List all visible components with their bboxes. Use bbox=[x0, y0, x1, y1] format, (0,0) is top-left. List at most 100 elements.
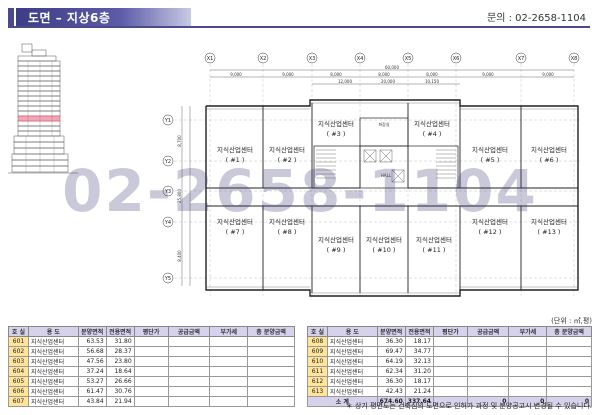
price-cell bbox=[432, 346, 468, 357]
core-dimension: 12,000 bbox=[338, 79, 352, 84]
grid-x-label: X2 bbox=[260, 56, 267, 62]
unit-use: 지식산업센터 bbox=[27, 336, 79, 347]
supply-cell bbox=[167, 336, 211, 347]
price-cell bbox=[133, 386, 169, 397]
exclusive-area: 18.17 bbox=[404, 336, 434, 347]
room-name: 지식산업센터 bbox=[414, 119, 450, 128]
supply-cell bbox=[167, 376, 211, 387]
col-vat-header: 부가세 bbox=[508, 326, 548, 337]
table-row: 609 지식산업센터 69.47 34.77 bbox=[307, 346, 592, 357]
total-amount: 0 bbox=[546, 396, 592, 407]
unit-note: (단위 : ㎡,평) bbox=[551, 317, 592, 325]
total-cell bbox=[247, 376, 295, 387]
unit-number: 607 bbox=[8, 396, 29, 407]
unit-use: 지식산업센터 bbox=[326, 346, 378, 357]
supply-cell bbox=[167, 386, 211, 397]
total-cell bbox=[546, 346, 592, 357]
sale-area: 62.34 bbox=[376, 366, 406, 377]
unit-number: 611 bbox=[307, 366, 328, 377]
price-cell bbox=[133, 356, 169, 367]
col-total-header: 총 분양금액 bbox=[546, 326, 592, 337]
room-number: ( #12 ) bbox=[479, 228, 502, 236]
supply-cell bbox=[466, 336, 510, 347]
total-cell bbox=[546, 356, 592, 367]
building-core bbox=[313, 117, 459, 189]
table-row: 603 지식산업센터 47.56 23.80 bbox=[8, 356, 295, 367]
sale-area: 64.19 bbox=[376, 356, 406, 367]
unit-use: 지식산업센터 bbox=[27, 376, 79, 387]
current-floor-highlight bbox=[17, 115, 61, 122]
bay-dimension: 8,000 bbox=[330, 72, 342, 77]
vat-cell bbox=[508, 376, 548, 387]
vat-cell bbox=[508, 356, 548, 367]
col-excl-area-header: 전용면적 bbox=[404, 326, 434, 337]
core-dimension: 20,000 bbox=[381, 79, 395, 84]
vat-cell bbox=[209, 336, 249, 347]
unit-number: 609 bbox=[307, 346, 328, 357]
total-cell bbox=[546, 336, 592, 347]
room-name: 지식산업센터 bbox=[531, 217, 567, 226]
table-total-row: 소 계 674.60 337.64 0 0 0 bbox=[307, 396, 592, 407]
sale-area: 36.30 bbox=[376, 376, 406, 387]
room-name: 지식산업센터 bbox=[217, 145, 253, 154]
exclusive-area: 18.17 bbox=[404, 376, 434, 387]
unit-number: 603 bbox=[8, 356, 29, 367]
unit-number: 608 bbox=[307, 336, 328, 347]
vat-cell bbox=[209, 386, 249, 397]
table-header-row: 호 실 용 도 분양면적 전용면적 평단가 공급금액 부가세 총 분양금액 bbox=[307, 326, 592, 337]
room-name: 지식산업센터 bbox=[318, 119, 354, 128]
grid-y-label: Y5 bbox=[164, 276, 171, 282]
toilet-label: 화장실 bbox=[378, 121, 389, 127]
exclusive-area: 30.76 bbox=[105, 386, 135, 397]
bay-dimension: 9,000 bbox=[282, 72, 294, 77]
price-cell bbox=[432, 386, 468, 397]
overall-dimension: 60,000 bbox=[385, 65, 399, 70]
grid-x-markers bbox=[204, 52, 580, 64]
area-table-right: 호 실 용 도 분양면적 전용면적 평단가 공급금액 부가세 총 분양금액 60… bbox=[307, 326, 592, 407]
unit-number: 601 bbox=[8, 336, 29, 347]
exclusive-area: 31.20 bbox=[404, 366, 434, 377]
room-name: 지식산업센터 bbox=[318, 235, 354, 244]
price-cell bbox=[133, 376, 169, 387]
supply-cell bbox=[466, 356, 510, 367]
room-name: 지식산업센터 bbox=[366, 235, 402, 244]
table-row: 606 지식산업센터 61.47 30.76 bbox=[8, 386, 295, 397]
header-accent bbox=[8, 8, 14, 26]
grid-x-label: X6 bbox=[453, 56, 460, 62]
total-price bbox=[432, 396, 468, 407]
building-section-key-plan bbox=[8, 43, 78, 174]
total-cell bbox=[546, 376, 592, 387]
total-cell bbox=[247, 396, 295, 407]
supply-cell bbox=[466, 386, 510, 397]
bay-dimension: 9,000 bbox=[230, 72, 242, 77]
table-header-row: 호 실 용 도 분양면적 전용면적 평단가 공급금액 부가세 총 분양금액 bbox=[8, 326, 295, 337]
col-price-header: 평단가 bbox=[133, 326, 169, 337]
page-title: 도면 – 지상6층 bbox=[28, 11, 111, 25]
col-sale-area-header: 분양면적 bbox=[77, 326, 107, 337]
unit-use: 지식산업센터 bbox=[326, 336, 378, 347]
unit-number: 613 bbox=[307, 386, 328, 397]
sale-area: 42.43 bbox=[376, 386, 406, 397]
unit-use: 지식산업센터 bbox=[326, 386, 378, 397]
price-cell bbox=[133, 366, 169, 377]
exclusive-area: 28.37 bbox=[105, 346, 135, 357]
unit-number: 606 bbox=[8, 386, 29, 397]
unit-use: 지식산업센터 bbox=[27, 356, 79, 367]
exclusive-area: 34.77 bbox=[404, 346, 434, 357]
vat-cell bbox=[508, 336, 548, 347]
room-name: 지식산업센터 bbox=[472, 217, 508, 226]
col-supply-header: 공급금액 bbox=[466, 326, 510, 337]
price-cell bbox=[432, 356, 468, 367]
total-cell bbox=[247, 366, 295, 377]
bay-dimension: 8,000 bbox=[426, 72, 438, 77]
exclusive-area: 21.24 bbox=[404, 386, 434, 397]
col-sale-area-header: 분양면적 bbox=[376, 326, 406, 337]
header-title-box: 도면 – 지상6층 bbox=[16, 8, 191, 26]
col-unit-header: 호 실 bbox=[307, 326, 328, 337]
col-total-header: 총 분양금액 bbox=[247, 326, 295, 337]
room-number: ( #9 ) bbox=[327, 246, 346, 254]
unit-number: 612 bbox=[307, 376, 328, 387]
supply-cell bbox=[167, 396, 211, 407]
unit-use: 지식산업센터 bbox=[326, 376, 378, 387]
room-name: 지식산업센터 bbox=[269, 217, 305, 226]
